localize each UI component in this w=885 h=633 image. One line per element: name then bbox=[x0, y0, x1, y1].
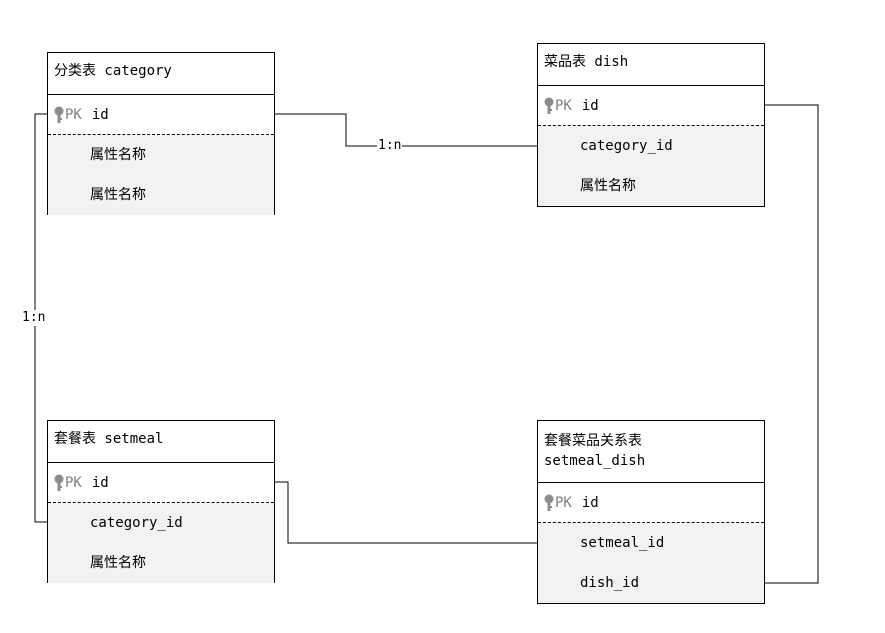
attribute-list: setmeal_id dish_id bbox=[538, 523, 764, 603]
attribute-row: 属性名称 bbox=[580, 178, 636, 194]
relationship-label-category-dish: 1:n bbox=[377, 138, 403, 154]
link-category-dish bbox=[275, 113, 537, 147]
relationship-label-category-setmeal: 1:n bbox=[21, 310, 47, 326]
attribute-row: setmeal_id bbox=[580, 535, 665, 551]
pk-field: id bbox=[91, 106, 109, 123]
entity-title-line: setmeal_dish bbox=[544, 453, 646, 469]
entity-category[interactable]: 分类表 category PK id 属性名称 属性名称 bbox=[47, 52, 275, 215]
entity-title: 菜品表 dish bbox=[538, 44, 764, 86]
attribute-row: dish_id bbox=[580, 575, 640, 591]
attribute-row: 属性名称 bbox=[90, 147, 146, 163]
entity-title: 分类表 category bbox=[48, 53, 274, 95]
primary-key-row: PK id bbox=[48, 95, 274, 135]
pk-field: id bbox=[581, 494, 599, 511]
primary-key-row: PK id bbox=[538, 483, 764, 523]
entity-setmeal[interactable]: 套餐表 setmeal PK id category_id 属性名称 bbox=[47, 420, 275, 583]
attribute-list: category_id 属性名称 bbox=[538, 126, 764, 206]
pk-field: id bbox=[581, 97, 599, 114]
pk-label: PK bbox=[65, 474, 82, 491]
entity-setmeal-dish[interactable]: 套餐菜品关系表 setmeal_dish PK id setmeal_id di… bbox=[537, 420, 765, 604]
link-setmeal-setmeal-dish bbox=[275, 481, 537, 544]
attribute-list: category_id 属性名称 bbox=[48, 503, 274, 583]
entity-title-line: 套餐菜品关系表 bbox=[544, 433, 642, 449]
primary-key-row: PK id bbox=[48, 463, 274, 503]
attribute-row: category_id bbox=[90, 515, 183, 531]
entity-dish[interactable]: 菜品表 dish PK id category_id 属性名称 bbox=[537, 43, 765, 207]
key-icon bbox=[544, 494, 554, 511]
key-icon bbox=[54, 474, 64, 491]
pk-label: PK bbox=[555, 494, 572, 511]
attribute-row: 属性名称 bbox=[90, 555, 146, 571]
pk-label: PK bbox=[65, 106, 82, 123]
link-dish-setmeal-dish bbox=[765, 104, 819, 584]
attribute-row: category_id bbox=[580, 138, 673, 154]
entity-title: 套餐菜品关系表 setmeal_dish bbox=[538, 421, 764, 483]
key-icon bbox=[544, 97, 554, 114]
entity-title: 套餐表 setmeal bbox=[48, 421, 274, 463]
attribute-list: 属性名称 属性名称 bbox=[48, 135, 274, 215]
key-icon bbox=[54, 106, 64, 123]
pk-field: id bbox=[91, 474, 109, 491]
attribute-row: 属性名称 bbox=[90, 187, 146, 203]
pk-label: PK bbox=[555, 97, 572, 114]
primary-key-row: PK id bbox=[538, 86, 764, 126]
